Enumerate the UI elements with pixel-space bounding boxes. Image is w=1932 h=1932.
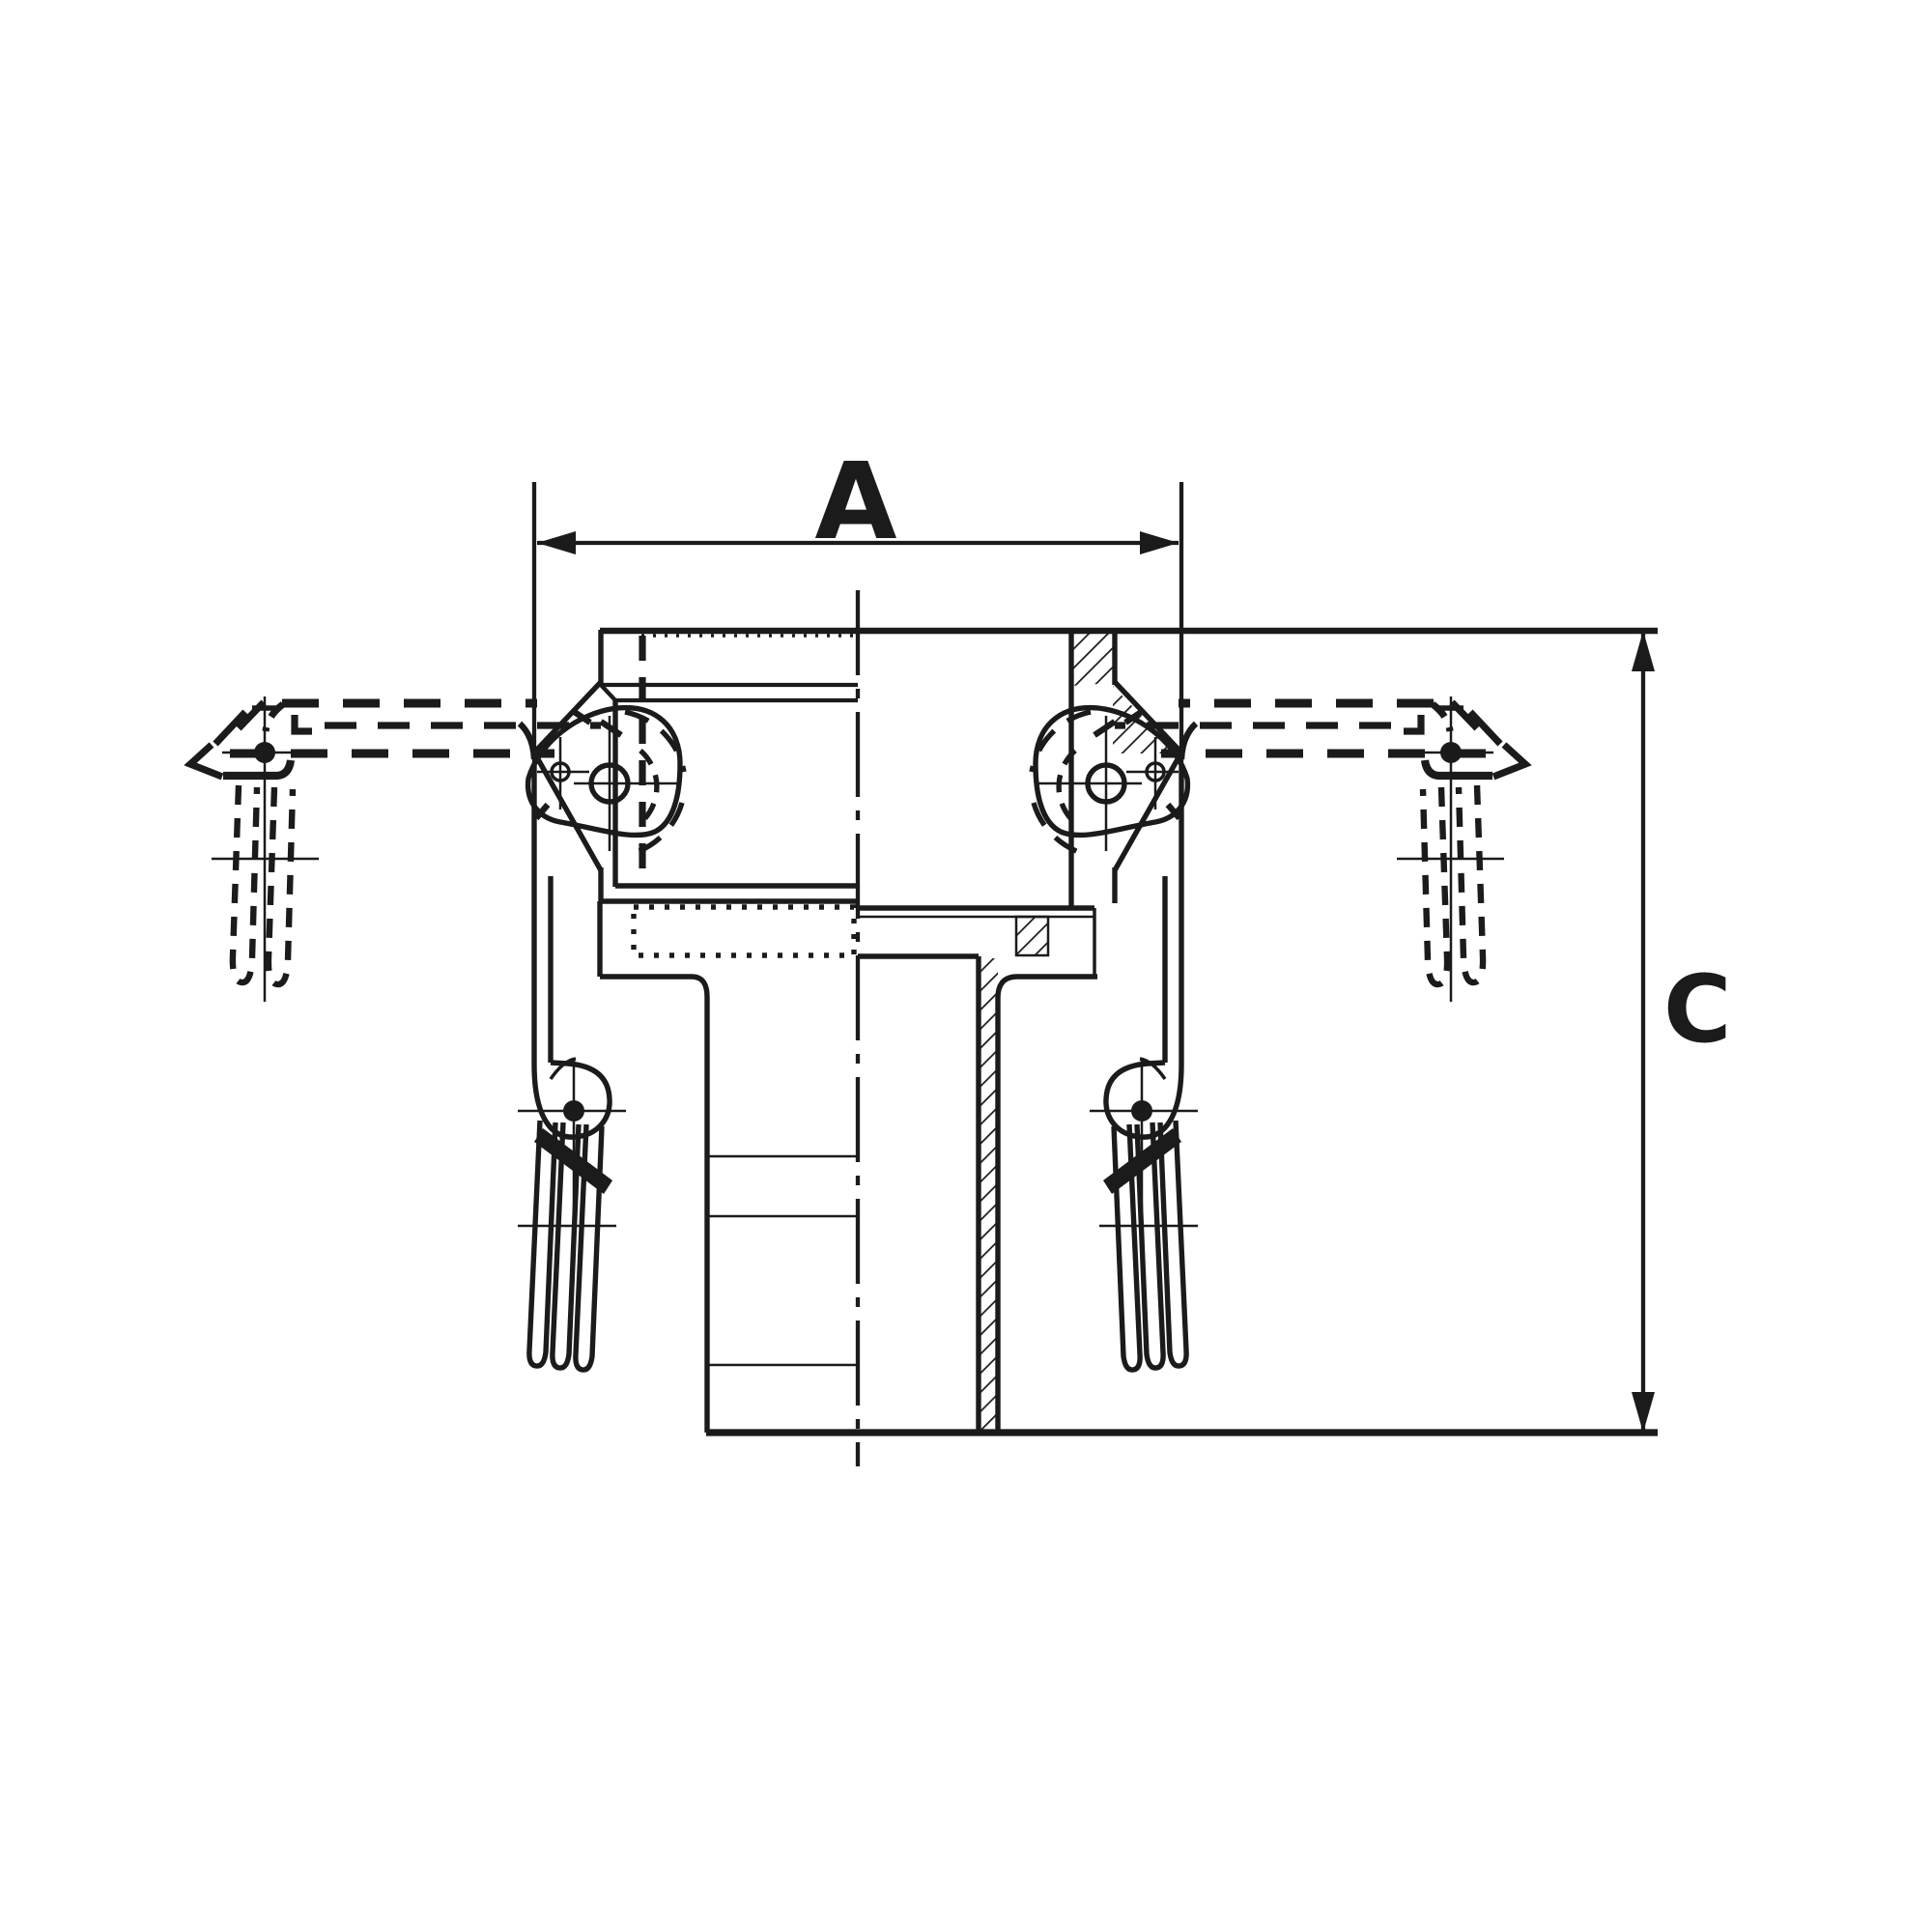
hose-shank [704,956,1001,1433]
dimension-c: C [1632,631,1731,1433]
arrowhead-up-icon [1632,631,1655,671]
socket-shoulder-chamfer [599,683,617,702]
section-hatch-seat-block [1016,917,1048,955]
cam-arm-assembly-right [1032,630,1525,1370]
coupler-body-section [597,630,1178,999]
arrowhead-left-icon [537,531,576,554]
dimension-a-label: A [814,440,896,563]
shank-fillet-left [691,974,710,998]
seat-block-outline [1014,915,1050,957]
arrowhead-down-icon [1632,1392,1655,1433]
dimension-a: A [531,440,1184,766]
dimension-c-label: C [1663,955,1731,1064]
gasket-groove-hidden-dotted [631,904,857,958]
shank-fillet-right [995,974,1018,999]
section-hatch-wall [1071,633,1113,686]
cam-arm-assembly-left [190,630,684,1370]
section-hatch-shank-wall [979,958,998,1433]
arrowhead-right-icon [1140,531,1179,554]
